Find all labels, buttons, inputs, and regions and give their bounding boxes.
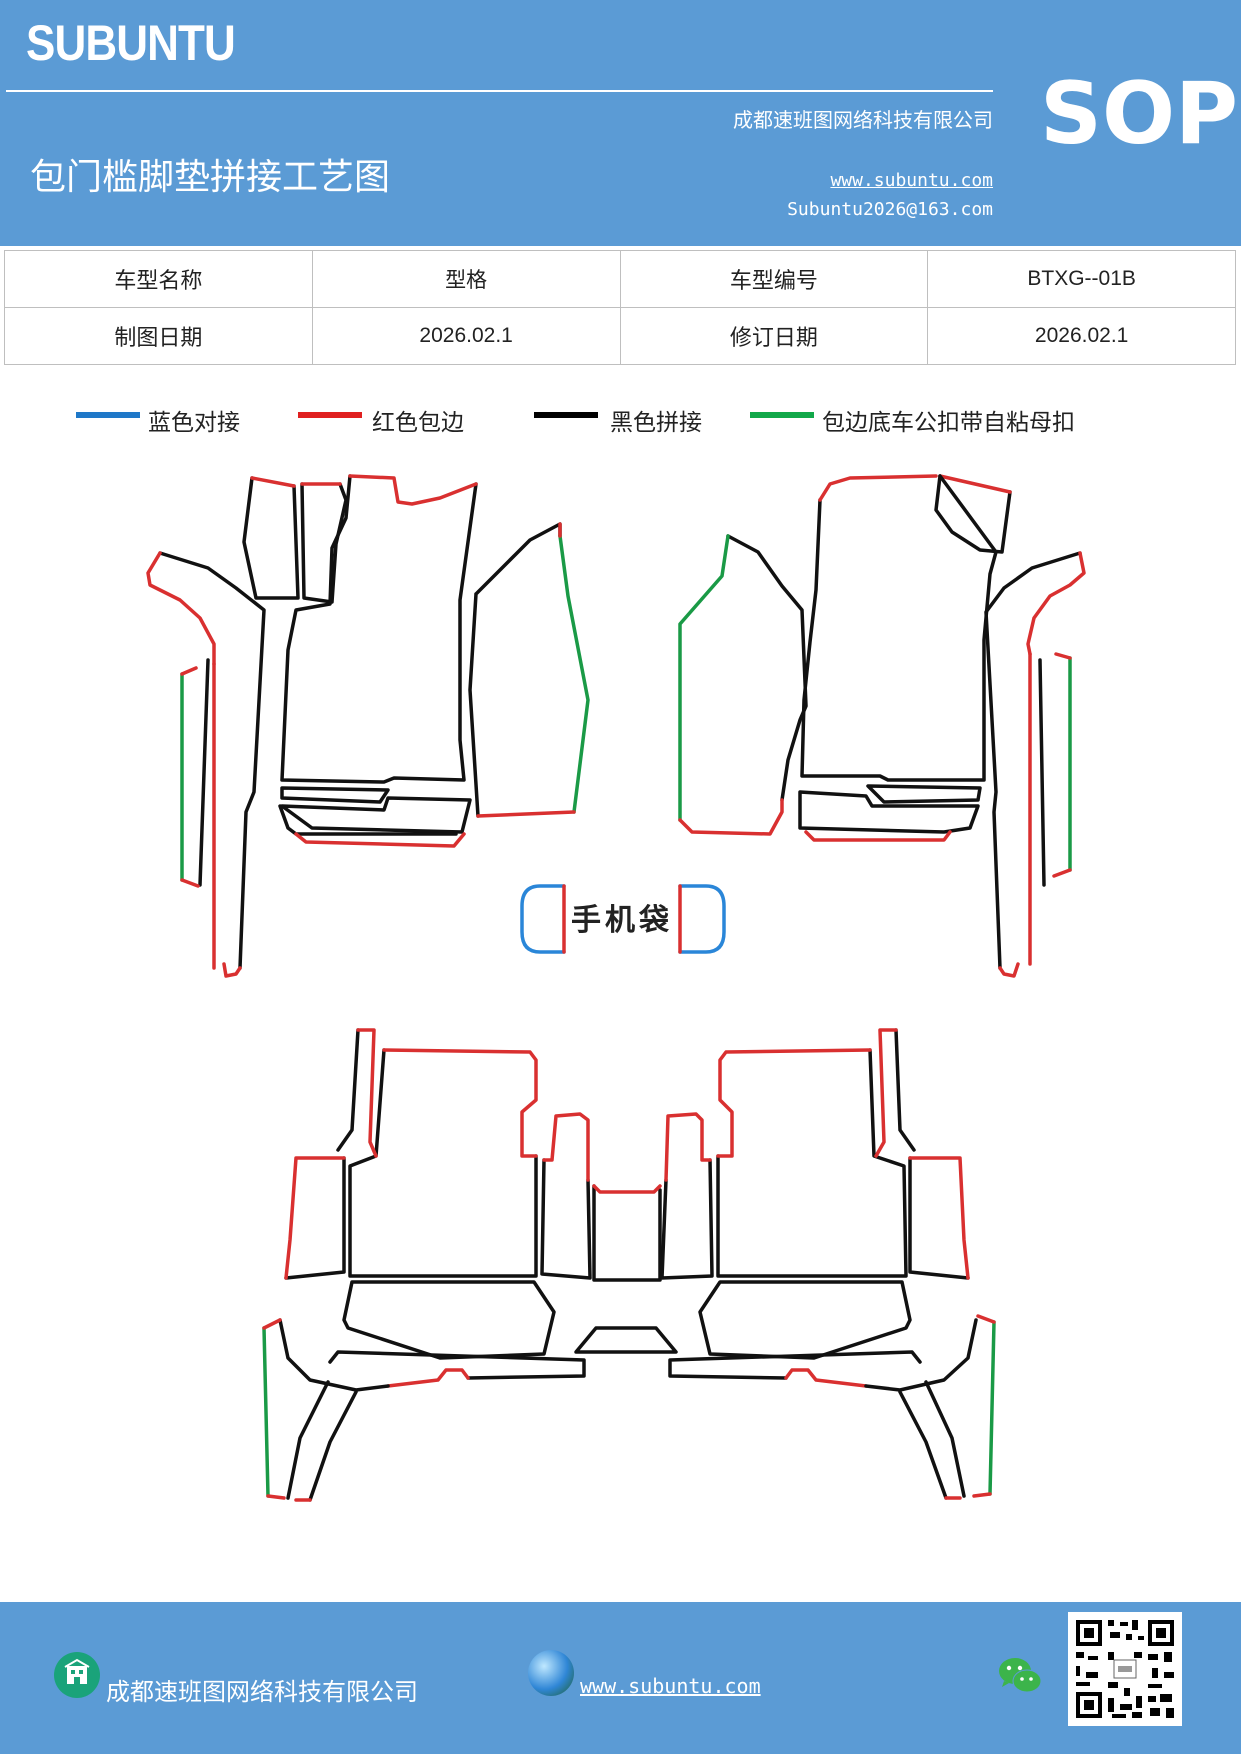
sop-label: SOP [1040, 64, 1239, 164]
table-row: 制图日期 2026.02.1 修订日期 2026.02.1 [4, 307, 1236, 365]
wechat-icon[interactable] [996, 1654, 1044, 1698]
legend-swatch-green [750, 412, 814, 418]
legend-label: 包边底车公扣带自粘母扣 [822, 410, 1075, 436]
footer-banner: 成都速班图网络科技有限公司 www.subuntu.com [0, 1602, 1241, 1754]
header-company: 成都速班图网络科技有限公司 [733, 108, 993, 132]
draw-date-value: 2026.02.1 [311, 307, 621, 365]
legend-label: 黑色拼接 [610, 410, 702, 436]
model-name-value: 型格 [311, 250, 621, 308]
qr-code-icon[interactable] [1068, 1612, 1182, 1726]
legend-label: 蓝色对接 [148, 410, 240, 436]
legend-label: 红色包边 [372, 410, 464, 436]
legend-swatch-red [298, 412, 362, 418]
building-icon [54, 1652, 100, 1698]
page-title: 包门槛脚垫拼接工艺图 [30, 157, 391, 198]
floor-mat-diagram: 手机袋 [146, 474, 1086, 1502]
footer-company: 成都速班图网络科技有限公司 [106, 1678, 418, 1706]
footer-website-link[interactable]: www.subuntu.com [580, 1674, 761, 1698]
brand-logo: SUBUNTU [26, 15, 236, 71]
globe-icon [528, 1650, 574, 1696]
model-name-label: 车型名称 [4, 250, 313, 308]
legend-swatch-black [534, 412, 598, 418]
rear-mats [262, 1028, 996, 1502]
header-divider [6, 90, 993, 92]
phone-pocket: 手机袋 [520, 884, 726, 954]
front-right-mats [678, 474, 1086, 978]
header-email[interactable]: Subuntu2026@163.com [787, 199, 993, 220]
revise-date-value: 2026.02.1 [927, 307, 1236, 365]
legend-swatch-blue [76, 412, 140, 418]
draw-date-label: 制图日期 [4, 307, 313, 365]
header-website-link[interactable]: www.subuntu.com [830, 170, 993, 191]
front-left-mats [146, 474, 590, 978]
revise-date-label: 修订日期 [619, 307, 929, 365]
table-row: 车型名称 型格 车型编号 BTXG--01B [4, 250, 1236, 308]
info-table: 车型名称 型格 车型编号 BTXG--01B 制图日期 2026.02.1 修订… [4, 250, 1236, 365]
phone-pocket-label: 手机袋 [571, 903, 673, 938]
model-code-value: BTXG--01B [927, 250, 1236, 308]
header-banner: SUBUNTU 成都速班图网络科技有限公司 包门槛脚垫拼接工艺图 www.sub… [0, 0, 1241, 246]
model-code-label: 车型编号 [619, 250, 929, 308]
